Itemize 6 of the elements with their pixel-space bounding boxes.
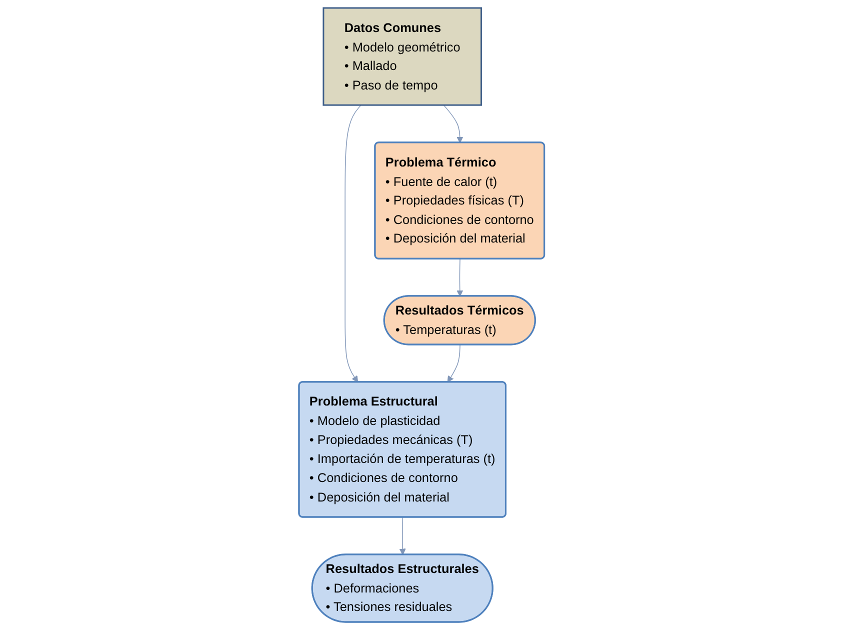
node-box: Datos Comunes • Modelo geométrico • Mallado • Paso de tempo bbox=[323, 7, 482, 106]
arrow bbox=[400, 517, 406, 556]
arrow bbox=[456, 258, 464, 297]
arrow bbox=[448, 344, 461, 383]
arrow bbox=[345, 104, 362, 383]
arrow bbox=[444, 104, 464, 144]
